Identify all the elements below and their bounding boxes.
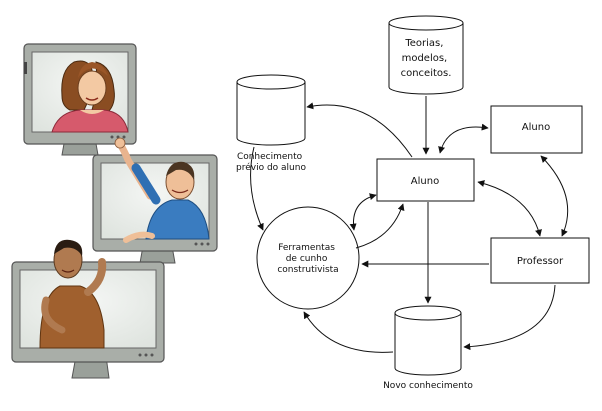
arrow-aluno-right-to-professor <box>540 155 569 237</box>
conhecimento-previo-label-line-1: Conhecimento <box>237 152 303 162</box>
arrow-professor-to-novo <box>463 284 556 351</box>
arrows <box>250 96 569 353</box>
aluno-right-box <box>490 105 583 154</box>
woman-figure <box>51 60 129 133</box>
svg-text:Teorias, modelos,: Teorias, modelos, conceitos. <box>401 38 452 79</box>
illustration <box>11 43 218 379</box>
teorias-database <box>388 15 464 95</box>
conhecimento-previo-database <box>236 74 306 146</box>
monitor-2 <box>92 137 218 264</box>
arrow-conhecimento-to-ferramentas <box>250 146 264 231</box>
aluno-right-label: Aluno <box>522 122 550 133</box>
ferramentas-label-line-2: de cunho <box>286 254 328 264</box>
monitor-3 <box>11 239 165 379</box>
aluno-center-box <box>376 158 475 202</box>
labels: Teorias, modelos, conceitos. Conheciment… <box>236 38 564 391</box>
svg-text:Conhecimento prévio do a: Conhecimento prévio do aluno <box>236 152 306 173</box>
novo-conhecimento-database <box>394 305 462 376</box>
professor-box <box>490 237 590 284</box>
conhecimento-previo-label-line-2: prévio do aluno <box>236 162 306 173</box>
ferramentas-circle <box>256 206 360 310</box>
arrow-aluno-center-to-ferramentas <box>349 193 377 231</box>
arrow-professor-to-aluno-center <box>477 180 542 237</box>
ferramentas-label-line-3: construtivista <box>277 265 338 275</box>
arrow-novo-to-ferramentas <box>303 311 394 353</box>
arrow-aluno-to-conhecimento <box>306 102 413 158</box>
man-figure <box>123 161 210 243</box>
teorias-label-line-1: Teorias, <box>404 38 443 49</box>
aluno-center-label: Aluno <box>411 176 439 187</box>
arrow-ferramentas-to-aluno-center <box>355 203 405 249</box>
professor-label: Professor <box>517 256 564 267</box>
teorias-label-line-2: modelos, <box>402 53 448 64</box>
teorias-label-line-3: conceitos. <box>401 68 452 79</box>
ferramentas-label-line-1: Ferramentas <box>278 243 335 253</box>
arrow-aluno-right-to-aluno-center <box>438 123 489 154</box>
boy-figure <box>39 239 107 349</box>
monitor-1 <box>23 43 137 156</box>
novo-conhecimento-label: Novo conhecimento <box>383 381 473 391</box>
diagram <box>236 15 590 376</box>
svg-text:Ferramentas de cunho: Ferramentas de cunho construtivista <box>277 243 338 275</box>
